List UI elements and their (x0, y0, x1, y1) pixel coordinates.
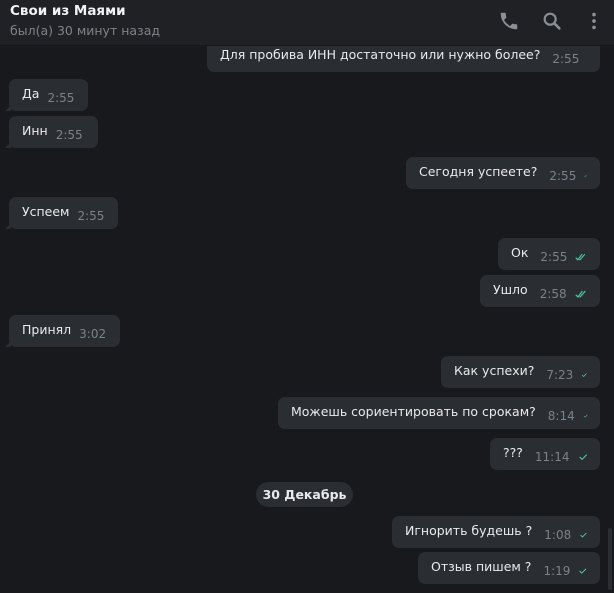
message-outgoing[interactable]: Ушло 2:58 (480, 275, 600, 307)
message-outgoing[interactable]: Отзыв пишем ? 1:19 (418, 552, 600, 584)
check-icon (582, 373, 588, 377)
message-time: 7:23 (546, 368, 574, 382)
message-incoming[interactable]: Инн 2:55 (5, 116, 98, 148)
message-time: 1:19 (543, 564, 571, 578)
message-text: Можешь сориентировать по срокам? (291, 404, 536, 419)
search-icon[interactable] (541, 10, 563, 32)
double-check-icon (587, 58, 588, 60)
date-separator: 30 Декабрь (256, 482, 353, 507)
chat-title[interactable]: Свои из Маями (10, 3, 126, 19)
message-text: Отзыв пишем ? (431, 559, 532, 574)
double-check-icon (584, 175, 588, 178)
scrollbar[interactable] (608, 528, 612, 590)
message-time: 2:55 (552, 52, 580, 66)
message-time: 3:02 (79, 327, 107, 341)
message-text: Для пробива ИНН достаточно или нужно бол… (220, 47, 541, 62)
message-incoming[interactable]: Да 2:55 (5, 79, 88, 111)
message-outgoing[interactable]: Ок 2:55 (498, 238, 600, 270)
message-text: Ок (511, 245, 529, 260)
message-outgoing[interactable]: Сегодня успеете? 2:55 (406, 157, 600, 189)
message-time: 2:55 (549, 169, 577, 183)
message-time: 2:55 (540, 250, 568, 264)
message-time: 1:08 (544, 528, 572, 542)
check-icon (580, 532, 587, 538)
last-seen-status: был(а) 30 минут назад (10, 23, 160, 38)
message-time: 11:14 (534, 450, 570, 464)
check-icon (578, 454, 587, 461)
message-text: Да (22, 86, 40, 101)
message-time: 2:55 (47, 91, 75, 105)
message-outgoing[interactable]: ??? 11:14 (490, 438, 600, 470)
message-text: Игнорить будешь ? (405, 523, 533, 538)
message-text: Инн (22, 123, 48, 138)
message-text: ??? (503, 445, 523, 460)
message-outgoing[interactable]: Игнорить будешь ? 1:08 (392, 516, 600, 548)
double-check-icon (574, 290, 586, 298)
message-time: 8:14 (547, 409, 575, 423)
message-text: Успеем (22, 204, 70, 219)
message-text: Сегодня успеете? (419, 164, 538, 179)
check-icon (579, 568, 587, 574)
double-check-icon (575, 253, 586, 261)
message-text: Как успехи? (454, 363, 535, 378)
message-incoming[interactable]: Успеем 2:55 (5, 197, 118, 229)
message-time: 2:55 (77, 209, 105, 223)
message-outgoing[interactable]: Как успехи? 7:23 (441, 356, 600, 388)
message-text: Принял (22, 322, 72, 337)
message-time: 2:55 (55, 128, 83, 142)
message-incoming[interactable]: Принял 3:02 (5, 315, 120, 347)
phone-icon[interactable] (498, 10, 520, 32)
message-outgoing[interactable]: Можешь сориентировать по срокам? 8:14 (278, 397, 600, 429)
check-icon (583, 414, 588, 418)
message-time: 2:58 (539, 287, 567, 301)
more-icon[interactable] (583, 10, 605, 32)
chat-header: Свои из Маями был(а) 30 минут назад (0, 0, 614, 46)
message-text: Ушло (493, 282, 528, 297)
